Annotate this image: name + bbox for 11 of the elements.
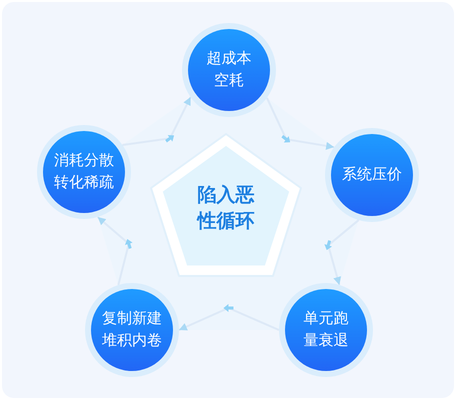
stage-label: 单元跑量衰退 [302,308,350,351]
arrow-connector [178,304,280,331]
stage-label: 消耗分散转化稀疏 [54,150,114,193]
arrow-connector [122,96,192,146]
center-title: 陷入恶性循环 [196,183,256,234]
stage-label: 系统压价 [342,164,402,186]
arrow-connector [324,219,360,286]
arrow-connector [97,216,132,286]
stage-label: 复制新建堆积内卷 [102,308,162,351]
stage-label: 超成本空耗 [206,48,252,91]
arrow-connector [266,97,334,150]
